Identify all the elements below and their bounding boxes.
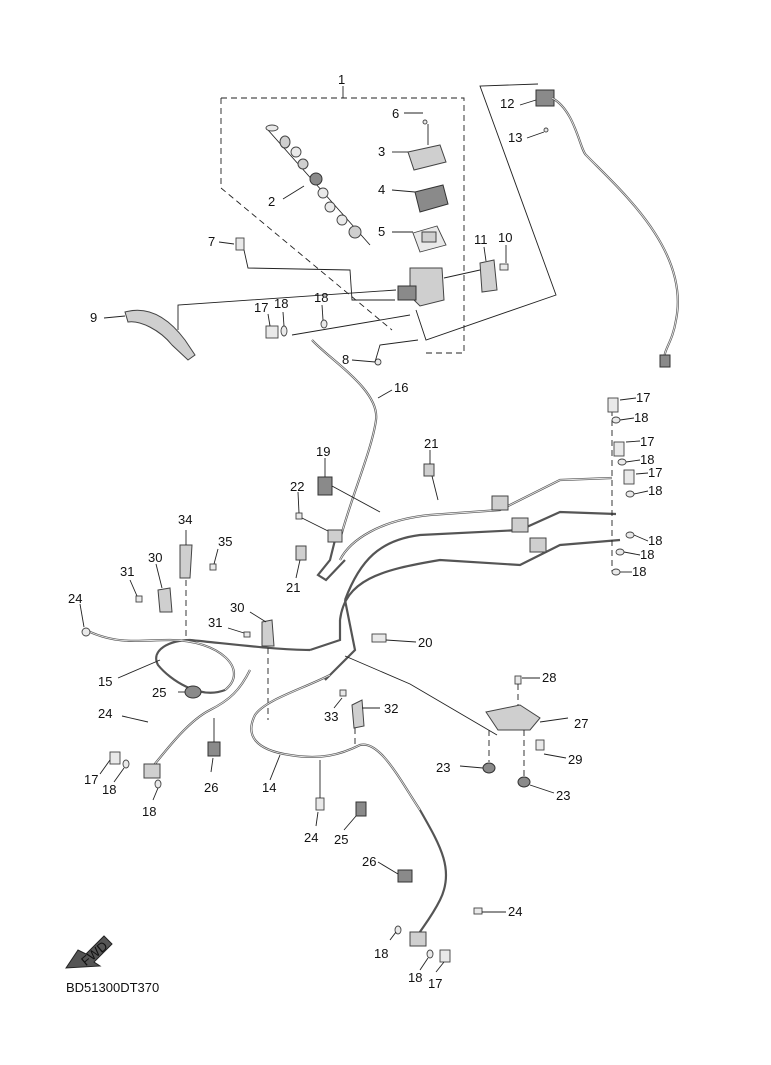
- callout-18l: 18: [408, 970, 422, 985]
- callout-7: 7: [208, 234, 215, 249]
- callout-30b: 30: [230, 600, 244, 615]
- callout-16: 16: [394, 380, 408, 395]
- callout-23a: 23: [436, 760, 450, 775]
- callout-labels: 1 2 3 4 5 6 7 8 9 10 11 12 13 14 15 16 1…: [68, 72, 662, 991]
- callout-21b: 21: [286, 580, 300, 595]
- callout-21a: 21: [424, 436, 438, 451]
- bracket-11: [443, 245, 509, 293]
- callout-34: 34: [178, 512, 192, 527]
- callout-15: 15: [98, 674, 112, 689]
- callout-31b: 31: [208, 615, 222, 630]
- bolt-7: [218, 237, 395, 301]
- callout-25a: 25: [152, 685, 166, 700]
- hose-16: [311, 339, 393, 582]
- brake-lines: [309, 410, 621, 681]
- bracket-27: [459, 675, 569, 794]
- assembly-box-1: [220, 86, 465, 354]
- callout-9: 9: [90, 310, 97, 325]
- callout-18b: 18: [314, 290, 328, 305]
- callout-24a: 24: [68, 591, 82, 606]
- callout-18d: 18: [640, 452, 654, 467]
- callout-6: 6: [392, 106, 399, 121]
- diagram-code: BD51300DT370: [66, 980, 160, 995]
- callout-5: 5: [378, 224, 385, 239]
- callout-20: 20: [418, 635, 432, 650]
- callout-27: 27: [574, 716, 588, 731]
- callout-32: 32: [384, 701, 398, 716]
- callout-18i: 18: [102, 782, 116, 797]
- callout-19: 19: [316, 444, 330, 459]
- callout-29: 29: [568, 752, 582, 767]
- callout-18c: 18: [634, 410, 648, 425]
- hose-left-lower: [99, 669, 251, 801]
- callout-2: 2: [268, 194, 275, 209]
- callout-24c: 24: [304, 830, 318, 845]
- fwd-arrow-icon: FWD: [65, 935, 113, 969]
- callout-17b: 17: [636, 390, 650, 405]
- callout-13: 13: [508, 130, 522, 145]
- clamps-center: [333, 633, 498, 745]
- callout-35: 35: [218, 534, 232, 549]
- callout-22: 22: [290, 479, 304, 494]
- banjo-top: [265, 304, 419, 366]
- clamps-left: [129, 530, 275, 720]
- callout-12: 12: [500, 96, 514, 111]
- callout-17c: 17: [640, 434, 654, 449]
- clamps-upper: [295, 450, 439, 579]
- callout-26a: 26: [204, 780, 218, 795]
- hose-15: [79, 603, 311, 694]
- callout-31a: 31: [120, 564, 134, 579]
- callout-17e: 17: [84, 772, 98, 787]
- callout-4: 4: [378, 182, 385, 197]
- callout-11: 11: [474, 232, 488, 247]
- callout-25b: 25: [334, 832, 348, 847]
- callout-1: 1: [338, 72, 345, 87]
- callout-17d: 17: [648, 465, 662, 480]
- brake-lever: [103, 289, 397, 361]
- master-cylinder: [397, 83, 557, 341]
- callout-18a: 18: [274, 296, 288, 311]
- right-banjo-stack: [491, 397, 649, 576]
- callout-18e: 18: [648, 483, 662, 498]
- callout-18h: 18: [632, 564, 646, 579]
- callout-18j: 18: [142, 804, 156, 819]
- hose-14: [250, 674, 506, 973]
- callout-24d: 24: [508, 904, 522, 919]
- callout-8: 8: [342, 352, 349, 367]
- piston-kit: [265, 124, 371, 246]
- callout-30a: 30: [148, 550, 162, 565]
- reservoir-parts: [391, 112, 449, 253]
- callout-17f: 17: [428, 976, 442, 991]
- callout-33: 33: [324, 709, 338, 724]
- callout-3: 3: [378, 144, 385, 159]
- callout-24b: 24: [98, 706, 112, 721]
- callout-28: 28: [542, 670, 556, 685]
- callout-18f: 18: [648, 533, 662, 548]
- callout-26b: 26: [362, 854, 376, 869]
- reservoir-hose: [519, 89, 679, 368]
- callout-14: 14: [262, 780, 276, 795]
- callout-10: 10: [498, 230, 512, 245]
- callout-18k: 18: [374, 946, 388, 961]
- callout-17a: 17: [254, 300, 268, 315]
- callout-23b: 23: [556, 788, 570, 803]
- callout-18g: 18: [640, 547, 654, 562]
